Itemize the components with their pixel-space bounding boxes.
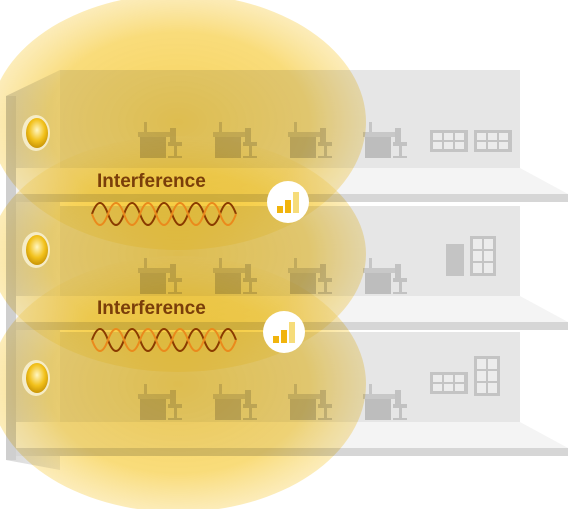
cabinet-icon <box>474 130 512 152</box>
cabinet-icon <box>430 130 468 152</box>
signal-strength-icon <box>267 181 309 223</box>
interference-label: Interference <box>97 298 206 319</box>
interference-zone-lower: Interference <box>91 298 305 353</box>
wave-icon <box>91 202 237 226</box>
routers <box>22 115 50 396</box>
interference-zone-upper: Interference <box>91 171 309 226</box>
signal-strength-icon <box>263 311 305 353</box>
cabinet-icon <box>446 244 464 276</box>
cabinet-icon <box>474 356 500 396</box>
router-icon <box>22 115 50 151</box>
cabinet-icon <box>430 372 468 394</box>
router-icon <box>22 232 50 268</box>
router-icon <box>22 360 50 396</box>
wifi-coverage-zone <box>0 256 366 509</box>
coverage-zones <box>0 0 366 509</box>
wave-icon <box>91 328 237 352</box>
interference-label: Interference <box>97 171 206 192</box>
cabinet-icon <box>470 236 496 276</box>
furniture-middle-floor <box>138 236 496 294</box>
